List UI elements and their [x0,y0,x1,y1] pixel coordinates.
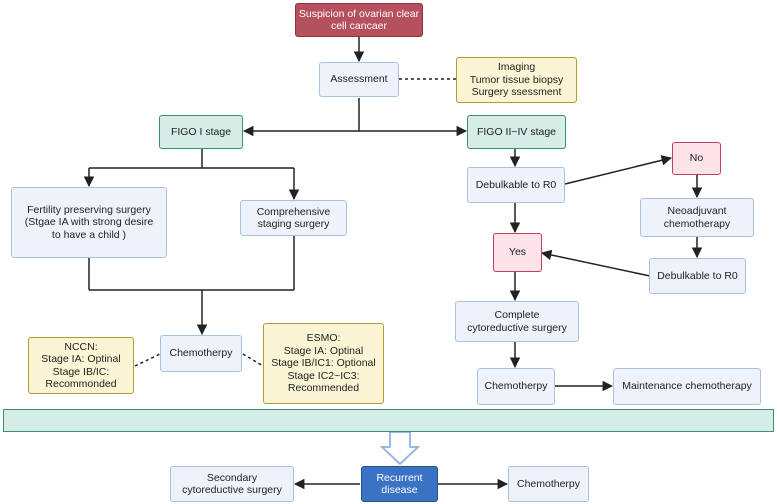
nccn-box: NCCN: Stage IA: Optinal Stage IB/IC: Rec… [28,337,134,394]
imaging-label: Imaging Tumor tissue biopsy Surgery sses… [469,61,564,99]
chemo-left-label: Chemotherpy [169,347,233,360]
assessment-box: Assessment [319,62,399,97]
figo1-label: FIGO I stage [170,125,232,138]
neoadj-box: Neoadjuvant chemotherapy [640,198,754,237]
complete-label: Complete cytoreductive surgery [467,309,567,334]
maintenance-box: Maintenance chemotherapy [613,368,761,405]
debulk1-box: Debulkable to R0 [467,167,565,203]
maintenance-label: Maintenance chemotherapy [622,380,752,393]
esmo-box: ESMO: Stage IA: Optinal Stage IB/IC1: Op… [263,323,384,404]
yes-label: Yes [508,246,527,259]
arrow-debulk2-yes [540,249,651,277]
dotted-nccn [134,353,161,367]
suspicion-label: Suspicion of ovarian clear cell cancaer [298,7,420,33]
chemo-bottom-box: Chemotherpy [508,466,589,502]
no-label: No [689,152,704,165]
fertility-label: Fertility preserving surgery (Stgae IA w… [24,203,154,241]
recurrent-label: Recurrent disease [376,471,423,497]
chemo-bottom-label: Chemotherpy [516,477,581,490]
assessment-label: Assessment [330,73,388,86]
figo1-box: FIGO I stage [159,115,243,149]
secondary-box: Secondary cytoreductive surgery [170,466,294,502]
figo2-box: FIGO II~IV stage [467,115,566,149]
hollow-down-arrow [379,431,421,466]
debulk2-label: Debulkable to R0 [657,269,738,282]
arrow-debulk1-no [564,155,673,185]
chemo-left-box: Chemotherpy [160,335,242,372]
recurrent-box: Recurrent disease [361,466,438,502]
figo2-label: FIGO II~IV stage [476,125,557,138]
esmo-label: ESMO: Stage IA: Optinal Stage IB/IC1: Op… [271,332,376,395]
debulk1-label: Debulkable to R0 [475,178,557,191]
complete-box: Complete cytoreductive surgery [455,301,579,342]
chemo-right-label: Chemotherpy [484,380,548,393]
yes-box: Yes [493,233,542,272]
no-box: No [672,142,721,175]
fertility-box: Fertility preserving surgery (Stgae IA w… [11,187,167,258]
neoadj-label: Neoadjuvant chemotherapy [663,205,731,230]
secondary-label: Secondary cytoreductive surgery [182,471,282,497]
imaging-box: Imaging Tumor tissue biopsy Surgery sses… [456,57,577,103]
nccn-label: NCCN: Stage IA: Optinal Stage IB/IC: Rec… [41,340,121,391]
debulk2-box: Debulkable to R0 [649,258,746,294]
comprehensive-label: Comprehensive staging surgery [256,205,331,231]
divider-band [3,409,774,432]
chemo-right-box: Chemotherpy [477,368,555,405]
comprehensive-box: Comprehensive staging surgery [240,200,347,236]
dotted-esmo [242,353,264,367]
suspicion-box: Suspicion of ovarian clear cell cancaer [295,3,423,37]
